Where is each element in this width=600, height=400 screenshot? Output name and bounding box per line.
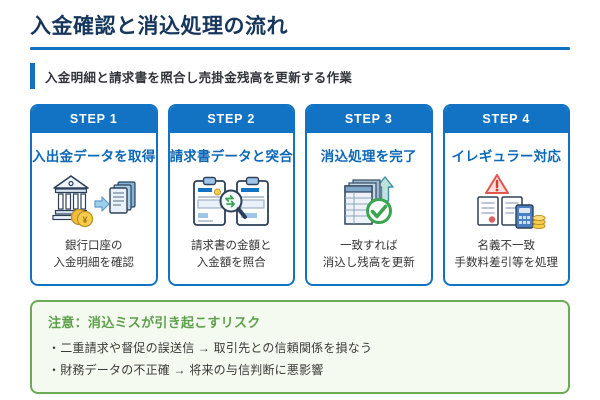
step-1-title: 入出金データを取得 — [32, 149, 156, 165]
warning-documents-calculator-icon — [445, 165, 569, 238]
risk-note-box: 注意：消込ミスが引き起こすリスク ・二重請求や督促の誤送信 → 取引先との信頼関… — [30, 300, 570, 395]
step-4-header: STEP 4 — [444, 106, 568, 134]
step-card-4: STEP 4 イレギュラー対応 — [442, 104, 570, 287]
step-card-1: STEP 1 入出金データを取得 ¥ — [30, 104, 158, 287]
step-1-header: STEP 1 — [32, 106, 156, 134]
step-3-title: 消込処理を完了 — [320, 149, 417, 165]
svg-text:¥: ¥ — [82, 215, 87, 225]
step-2-description: 請求書の金額と 入金額を照合 — [191, 239, 272, 269]
risk-note-title: 注意：消込ミスが引き起こすリスク — [48, 315, 261, 331]
bank-to-documents-icon: ¥ — [32, 165, 156, 238]
step-1-description: 銀行口座の 入金明細を確認 — [53, 239, 135, 269]
page-title: 入金確認と消込処理の流れ — [30, 15, 288, 38]
step-2-header: STEP 2 — [169, 106, 293, 134]
step-card-2: STEP 2 請求書データと突合 — [167, 104, 295, 287]
step-card-3: STEP 3 消込処理を完了 — [305, 104, 433, 287]
invoice-match-magnifier-icon — [170, 165, 294, 238]
risk-note-bullet-1: ・二重請求や督促の誤送信 → 取引先との信頼関係を損なう — [48, 341, 373, 356]
steps-row: STEP 1 入出金データを取得 ¥ — [30, 104, 570, 287]
step-4-description: 名義不一致 手数料差引等を処理 — [454, 239, 559, 269]
step-4-title: イレギュラー対応 — [451, 149, 562, 165]
title-underline — [30, 47, 570, 51]
subtitle-block: 入金明細と請求書を照合し売掛金残高を更新する作業 — [30, 63, 570, 90]
subtitle-text: 入金明細と請求書を照合し売掛金残高を更新する作業 — [45, 70, 353, 85]
step-3-header: STEP 3 — [307, 106, 431, 134]
ledger-check-arrow-icon — [307, 165, 431, 238]
step-2-title: 請求書データと突合 — [169, 149, 293, 165]
step-3-description: 一致すれば 消込し残高を更新 — [322, 239, 415, 269]
risk-note-bullet-2: ・財務データの不正確 → 将来の与信判断に悪影響 — [48, 362, 324, 377]
subtitle-accent-bar — [30, 63, 35, 90]
